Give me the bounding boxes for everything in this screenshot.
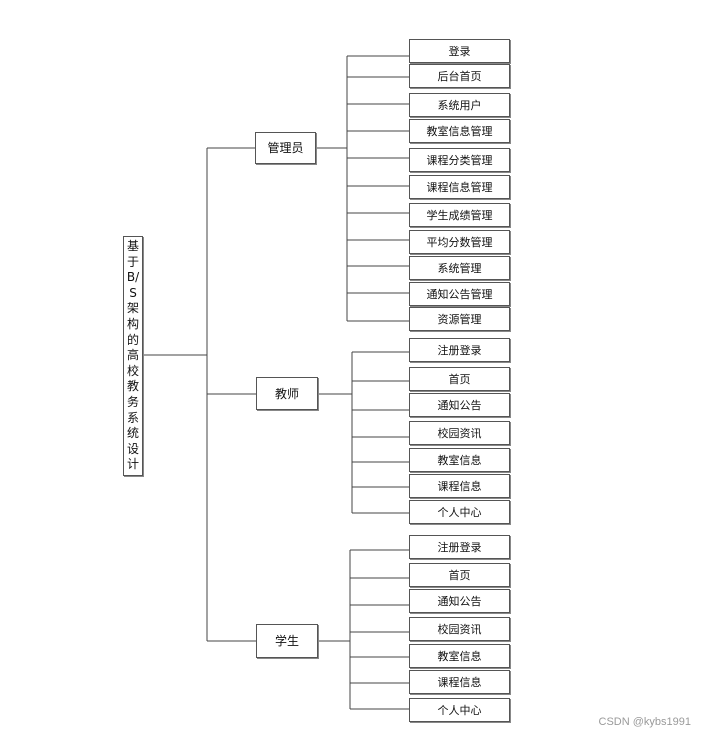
teacher-function-node: 首页	[409, 367, 510, 391]
teacher-function-node: 个人中心	[409, 500, 510, 524]
root-char: 统	[126, 426, 139, 441]
student-function-node: 首页	[409, 563, 510, 587]
root-char: 架	[126, 301, 139, 316]
student-function-node: 课程信息	[409, 670, 510, 694]
admin-function-node: 平均分数管理	[409, 230, 510, 254]
root-char: 的	[126, 332, 139, 347]
root-char: S	[129, 285, 137, 300]
admin-function-node: 课程分类管理	[409, 148, 510, 172]
root-char: 务	[126, 394, 139, 409]
admin-function-node: 系统用户	[409, 93, 510, 117]
root-char: 于	[126, 254, 139, 269]
student-function-node: 通知公告	[409, 589, 510, 613]
root-char: 计	[126, 457, 139, 472]
admin-function-node: 学生成绩管理	[409, 203, 510, 227]
root-char: 校	[126, 363, 139, 378]
role-node-teacher: 教师	[256, 377, 318, 410]
student-function-node: 校园资讯	[409, 617, 510, 641]
root-char: B/	[126, 270, 140, 285]
admin-function-node: 系统管理	[409, 256, 510, 280]
admin-function-node: 通知公告管理	[409, 282, 510, 306]
teacher-function-node: 通知公告	[409, 393, 510, 417]
root-char: 基	[126, 239, 139, 253]
root-char: 教	[126, 379, 139, 394]
root-char: 高	[126, 348, 139, 363]
teacher-function-node: 课程信息	[409, 474, 510, 498]
role-node-student: 学生	[256, 624, 318, 658]
root-char: 系	[126, 410, 139, 425]
root-node: 基 于 B/ S 架 构 的 高 校 教 务 系 统 设 计	[123, 236, 143, 476]
teacher-function-node: 注册登录	[409, 338, 510, 362]
admin-function-node: 资源管理	[409, 307, 510, 331]
admin-function-node: 登录	[409, 39, 510, 63]
watermark: CSDN @kybs1991	[598, 716, 691, 728]
admin-function-node: 教室信息管理	[409, 119, 510, 143]
student-function-node: 注册登录	[409, 535, 510, 559]
root-char: 设	[126, 441, 139, 456]
root-char: 构	[126, 316, 139, 331]
student-function-node: 教室信息	[409, 644, 510, 668]
admin-function-node: 后台首页	[409, 64, 510, 88]
teacher-function-node: 教室信息	[409, 448, 510, 472]
student-function-node: 个人中心	[409, 698, 510, 722]
role-node-admin: 管理员	[255, 132, 316, 164]
admin-function-node: 课程信息管理	[409, 175, 510, 199]
teacher-function-node: 校园资讯	[409, 421, 510, 445]
